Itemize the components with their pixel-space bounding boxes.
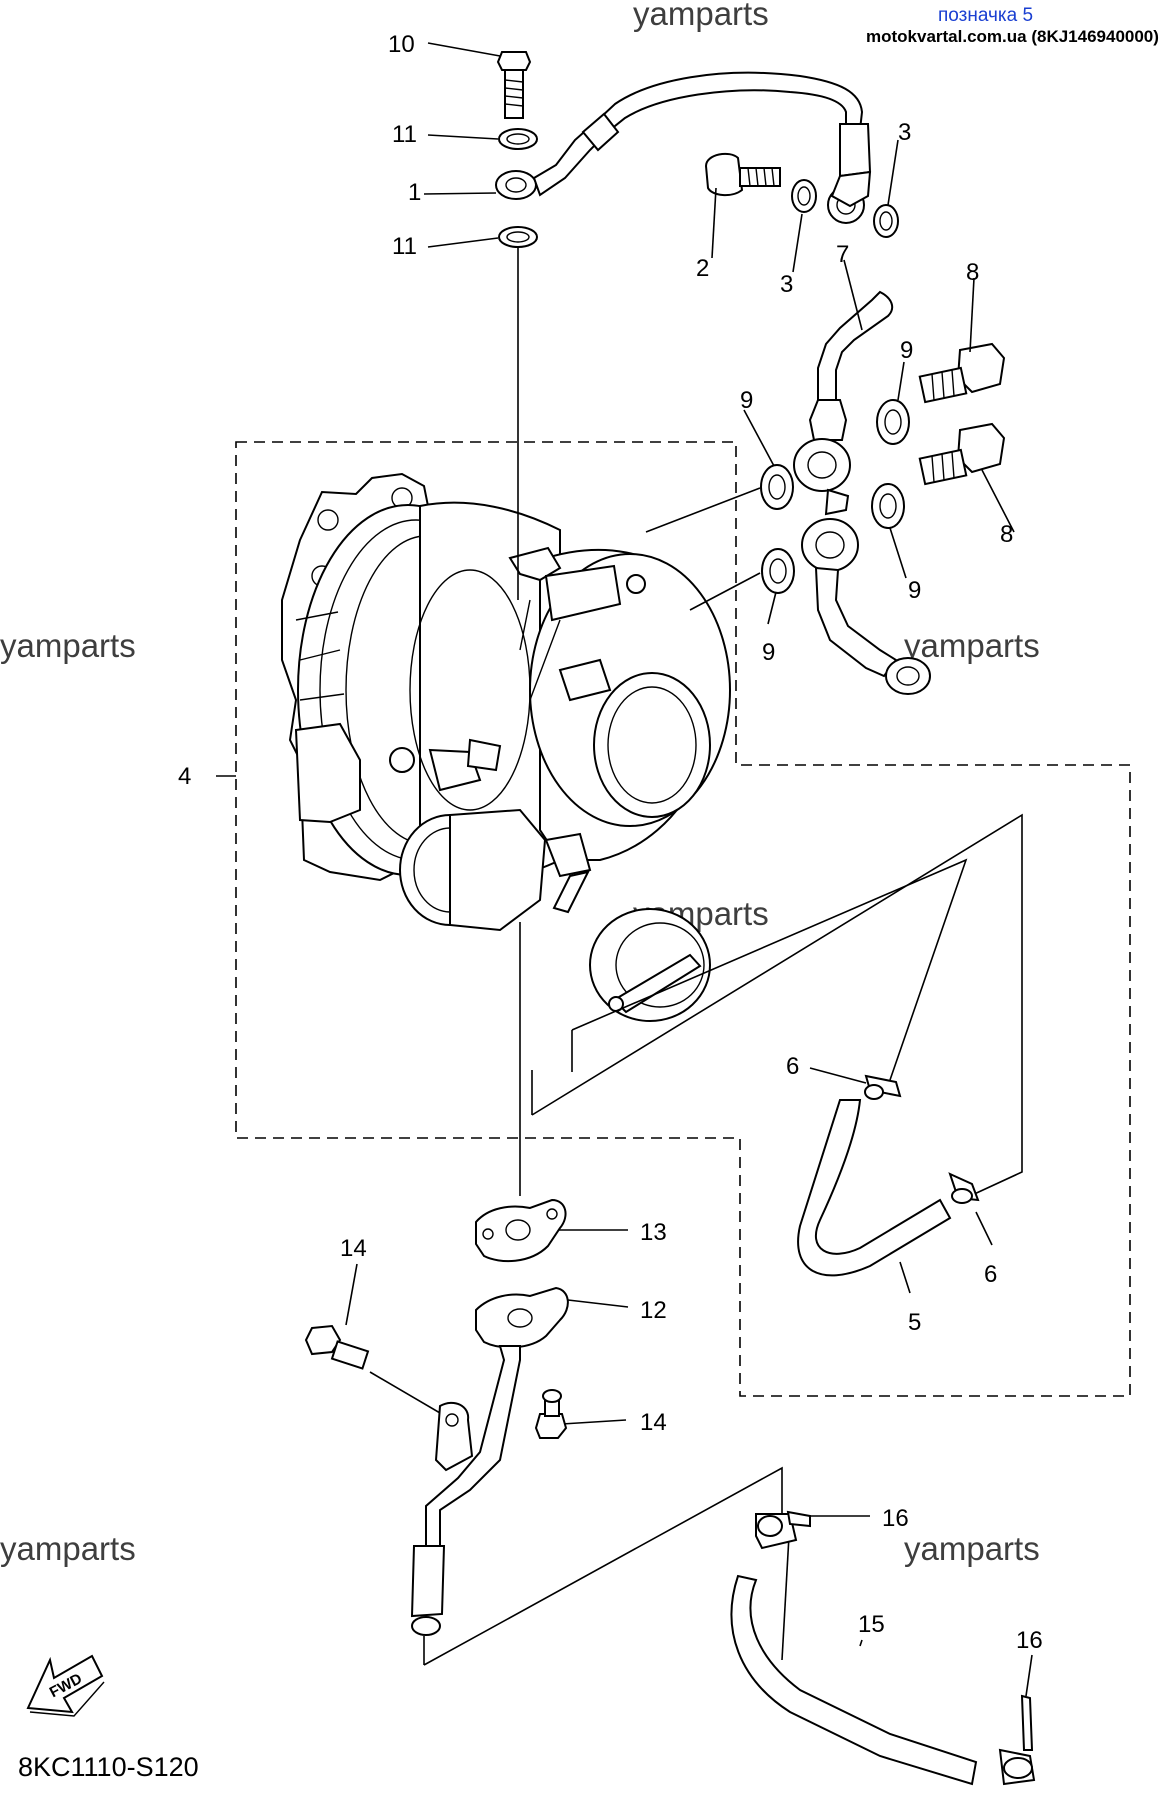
gasket-13[interactable]	[475, 1198, 567, 1263]
hose-clip-6-upper[interactable]	[864, 1074, 902, 1100]
watermark-layer: yamparts yamparts yamparts yamparts yamp…	[0, 0, 1040, 1567]
oil-drain-pipe-12[interactable]	[410, 1286, 569, 1636]
hose-clip-6-lower[interactable]	[948, 1172, 980, 1204]
diagram-code: 8KC1110-S120	[18, 1752, 199, 1782]
callout-11: 11	[392, 233, 417, 260]
watermark: yamparts	[633, 0, 769, 32]
callout-15: 15	[858, 1611, 885, 1638]
oil-pipe-7[interactable]	[793, 290, 931, 695]
callout-16: 16	[882, 1505, 909, 1532]
washer-9-a[interactable]	[760, 464, 794, 510]
callout-12: 12	[640, 1297, 667, 1324]
callout-11: 11	[392, 121, 417, 148]
callout-6: 6	[786, 1053, 799, 1080]
callout-9: 9	[900, 337, 913, 364]
callout-2: 2	[696, 255, 709, 282]
hose-15[interactable]	[730, 1574, 978, 1786]
oil-pipe-1[interactable]	[495, 71, 872, 224]
union-bolt-2[interactable]	[704, 152, 781, 196]
washer-11-upper[interactable]	[498, 128, 538, 150]
callout-labels: 10 11 1 11 2 3 3 7 8 8 9 9 9 9 4 6 6 5 1…	[178, 31, 1043, 1654]
bolt-14-left[interactable]	[304, 1324, 370, 1370]
watermark: yamparts	[904, 627, 1040, 664]
callout-4: 4	[178, 763, 191, 790]
callout-9: 9	[762, 639, 775, 666]
callout-3: 3	[780, 271, 793, 298]
bolt-14-right[interactable]	[534, 1389, 568, 1439]
bolt-8-upper[interactable]	[918, 342, 1006, 404]
washer-9-d[interactable]	[871, 483, 905, 529]
turbocharger-assembly[interactable]	[281, 472, 731, 1022]
callout-1: 1	[408, 179, 421, 206]
callout-13: 13	[640, 1219, 667, 1246]
callout-6: 6	[984, 1261, 997, 1288]
vacuum-hose-group	[797, 1074, 980, 1277]
oil-return-pipe-group	[760, 290, 1006, 695]
washer-9-c[interactable]	[876, 399, 910, 445]
hose-15-group	[730, 1510, 1036, 1786]
bolt-8-lower[interactable]	[918, 422, 1006, 486]
washer-11-lower[interactable]	[498, 226, 538, 248]
header-source: motokvartal.com.ua (8KJ146940000)	[866, 27, 1159, 46]
drain-group	[304, 1198, 569, 1636]
washer-3-right[interactable]	[873, 204, 899, 238]
callout-16: 16	[1016, 1627, 1043, 1654]
vacuum-hose-5[interactable]	[797, 1099, 952, 1277]
callout-7: 7	[836, 241, 849, 268]
watermark: yamparts	[0, 627, 136, 664]
oil-feed-pipe-group	[495, 51, 899, 248]
callout-9: 9	[740, 387, 753, 414]
header-title[interactable]: позначка 5	[938, 5, 1033, 26]
callout-5: 5	[908, 1309, 921, 1336]
callout-14: 14	[340, 1235, 367, 1262]
union-bolt-10[interactable]	[496, 51, 532, 119]
hose-clip-16-upper[interactable]	[755, 1510, 811, 1550]
washer-3-left[interactable]	[791, 179, 817, 213]
callout-10: 10	[388, 31, 415, 58]
assembly-boundary	[235, 441, 1131, 1397]
callout-9: 9	[908, 577, 921, 604]
callout-14: 14	[640, 1409, 667, 1436]
watermark: yamparts	[0, 1530, 136, 1567]
hose-clip-16-lower[interactable]	[998, 1694, 1036, 1786]
callout-8: 8	[966, 259, 979, 286]
washer-9-b[interactable]	[761, 548, 795, 594]
fwd-direction-icon: FWD	[26, 1654, 105, 1717]
callout-8: 8	[1000, 521, 1013, 548]
watermark: yamparts	[904, 1530, 1040, 1567]
callout-3: 3	[898, 119, 911, 146]
